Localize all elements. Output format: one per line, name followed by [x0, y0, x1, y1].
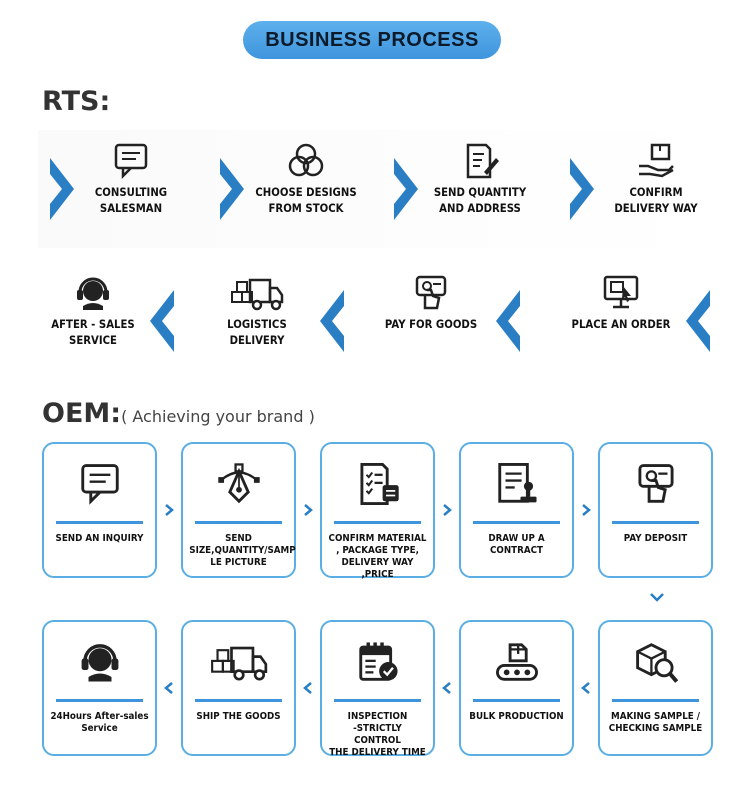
step-label: MAKING SAMPLE / CHECKING SAMPLE: [608, 711, 703, 734]
oem-step-bulk-production: BULK PRODUCTION: [459, 620, 574, 756]
contract-stamp-icon: [497, 463, 537, 503]
chevron-left-icon: [686, 290, 710, 352]
step-label: LOGISTICS DELIVERY: [227, 317, 287, 347]
step-label: CONFIRM MATERIAL , PACKAGE TYPE, DELIVER…: [328, 533, 427, 580]
step-send-quantity: SEND QUANTITY AND ADDRESS: [405, 142, 555, 216]
conveyor-icon: [495, 643, 538, 681]
divider: [56, 521, 143, 524]
oem-step-pay-deposit: PAY DEPOSIT: [598, 442, 713, 578]
step-label: BULK PRODUCTION: [469, 711, 564, 722]
divider: [56, 699, 143, 702]
chevron-right-icon: [220, 158, 244, 220]
arrow-right-icon: [443, 504, 452, 516]
oem-step-making-sample: MAKING SAMPLE / CHECKING SAMPLE: [598, 620, 713, 756]
step-label: PAY DEPOSIT: [623, 533, 688, 544]
chevron-left-icon: [150, 290, 174, 352]
divider: [334, 521, 421, 524]
step-confirm-delivery: CONFIRM DELIVERY WAY: [581, 142, 731, 216]
arrow-left-icon: [581, 682, 590, 694]
divider: [612, 699, 699, 702]
step-consulting-salesman: CONSULTING SALESMAN: [56, 142, 206, 216]
truck-icon: [231, 278, 284, 311]
step-label: INSPECTION -STRICTLY CONTROL THE DELIVER…: [329, 711, 426, 758]
step-logistics-delivery: LOGISTICS DELIVERY: [182, 274, 332, 348]
step-label: SEND SIZE,QUANTITY/SAMP LE PICTURE: [189, 533, 296, 568]
chevron-right-icon: [394, 158, 418, 220]
step-label: CONSULTING SALESMAN: [94, 185, 168, 215]
chat-icon: [80, 464, 119, 505]
divider: [473, 699, 560, 702]
step-place-an-order: PLACE AN ORDER: [546, 274, 696, 332]
step-label: CONFIRM DELIVERY WAY: [614, 185, 698, 215]
divider: [334, 699, 421, 702]
business-process-title: BUSINESS PROCESS: [243, 21, 501, 59]
truck-icon: [210, 646, 267, 681]
oem-step-inspection: INSPECTION -STRICTLY CONTROL THE DELIVER…: [320, 620, 435, 758]
rts-row-2: AFTER - SALES SERVICE LOGISTICS DELIVERY…: [38, 262, 712, 380]
step-pay-for-goods: PAY FOR GOODS: [356, 274, 506, 332]
oem-step-draw-contract: DRAW UP A CONTRACT: [459, 442, 574, 578]
arrow-down-icon: [650, 593, 664, 602]
circles-icon: [288, 143, 324, 177]
divider: [195, 699, 282, 702]
headset-icon: [77, 277, 109, 310]
chevron-left-icon: [496, 290, 520, 352]
oem-step-confirm-material: CONFIRM MATERIAL , PACKAGE TYPE, DELIVER…: [320, 442, 435, 580]
divider: [473, 521, 560, 524]
arrow-right-icon: [582, 504, 591, 516]
calendar-icon: [358, 642, 398, 681]
document-pen-icon: [466, 143, 499, 179]
step-label: SEND AN INQUIRY: [55, 533, 144, 544]
step-label: CHOOSE DESIGNS FROM STOCK: [255, 185, 357, 215]
chevron-right-icon: [570, 158, 594, 220]
step-choose-designs: CHOOSE DESIGNS FROM STOCK: [231, 142, 381, 216]
monitor-cursor-icon: [603, 275, 639, 309]
chevron-left-icon: [320, 290, 344, 352]
oem-step-after-sales: 24Hours After-sales Service: [42, 620, 157, 756]
oem-subtitle: ( Achieving your brand ): [121, 407, 315, 426]
step-after-sales-service: AFTER - SALES SERVICE: [18, 274, 168, 348]
arrow-left-icon: [442, 682, 451, 694]
payment-hand-icon: [415, 275, 447, 310]
divider: [195, 521, 282, 524]
arrow-left-icon: [303, 682, 312, 694]
hand-box-icon: [639, 143, 674, 178]
arrow-left-icon: [164, 682, 173, 694]
chevron-right-icon: [50, 158, 74, 220]
chat-icon: [114, 143, 148, 180]
step-label: DRAW UP A CONTRACT: [488, 533, 545, 556]
divider: [612, 521, 699, 524]
step-label: PLACE AN ORDER: [571, 317, 671, 331]
step-label: SHIP THE GOODS: [196, 711, 281, 722]
oem-step-send-size: SEND SIZE,QUANTITY/SAMP LE PICTURE: [181, 442, 296, 578]
oem-step-send-inquiry: SEND AN INQUIRY: [42, 442, 157, 578]
arrow-right-icon: [165, 504, 174, 516]
oem-step-ship-goods: SHIP THE GOODS: [181, 620, 296, 756]
rts-row-1: CONSULTING SALESMAN CHOOSE DESIGNS FROM …: [38, 130, 712, 248]
oem-heading: OEM:( Achieving your brand ): [42, 398, 315, 429]
checklist-icon: [359, 463, 399, 505]
rts-heading: RTS:: [42, 86, 111, 117]
pen-tool-icon: [217, 463, 260, 504]
step-label: AFTER - SALES SERVICE: [51, 317, 135, 347]
arrow-right-icon: [304, 504, 313, 516]
step-label: PAY FOR GOODS: [384, 317, 478, 331]
oem-title: OEM:: [42, 398, 122, 429]
step-label: 24Hours After-sales Service: [50, 711, 149, 734]
box-magnifier-icon: [635, 643, 678, 683]
payment-hand-icon: [637, 464, 674, 503]
step-label: SEND QUANTITY AND ADDRESS: [433, 185, 527, 215]
headset-icon: [81, 644, 118, 682]
